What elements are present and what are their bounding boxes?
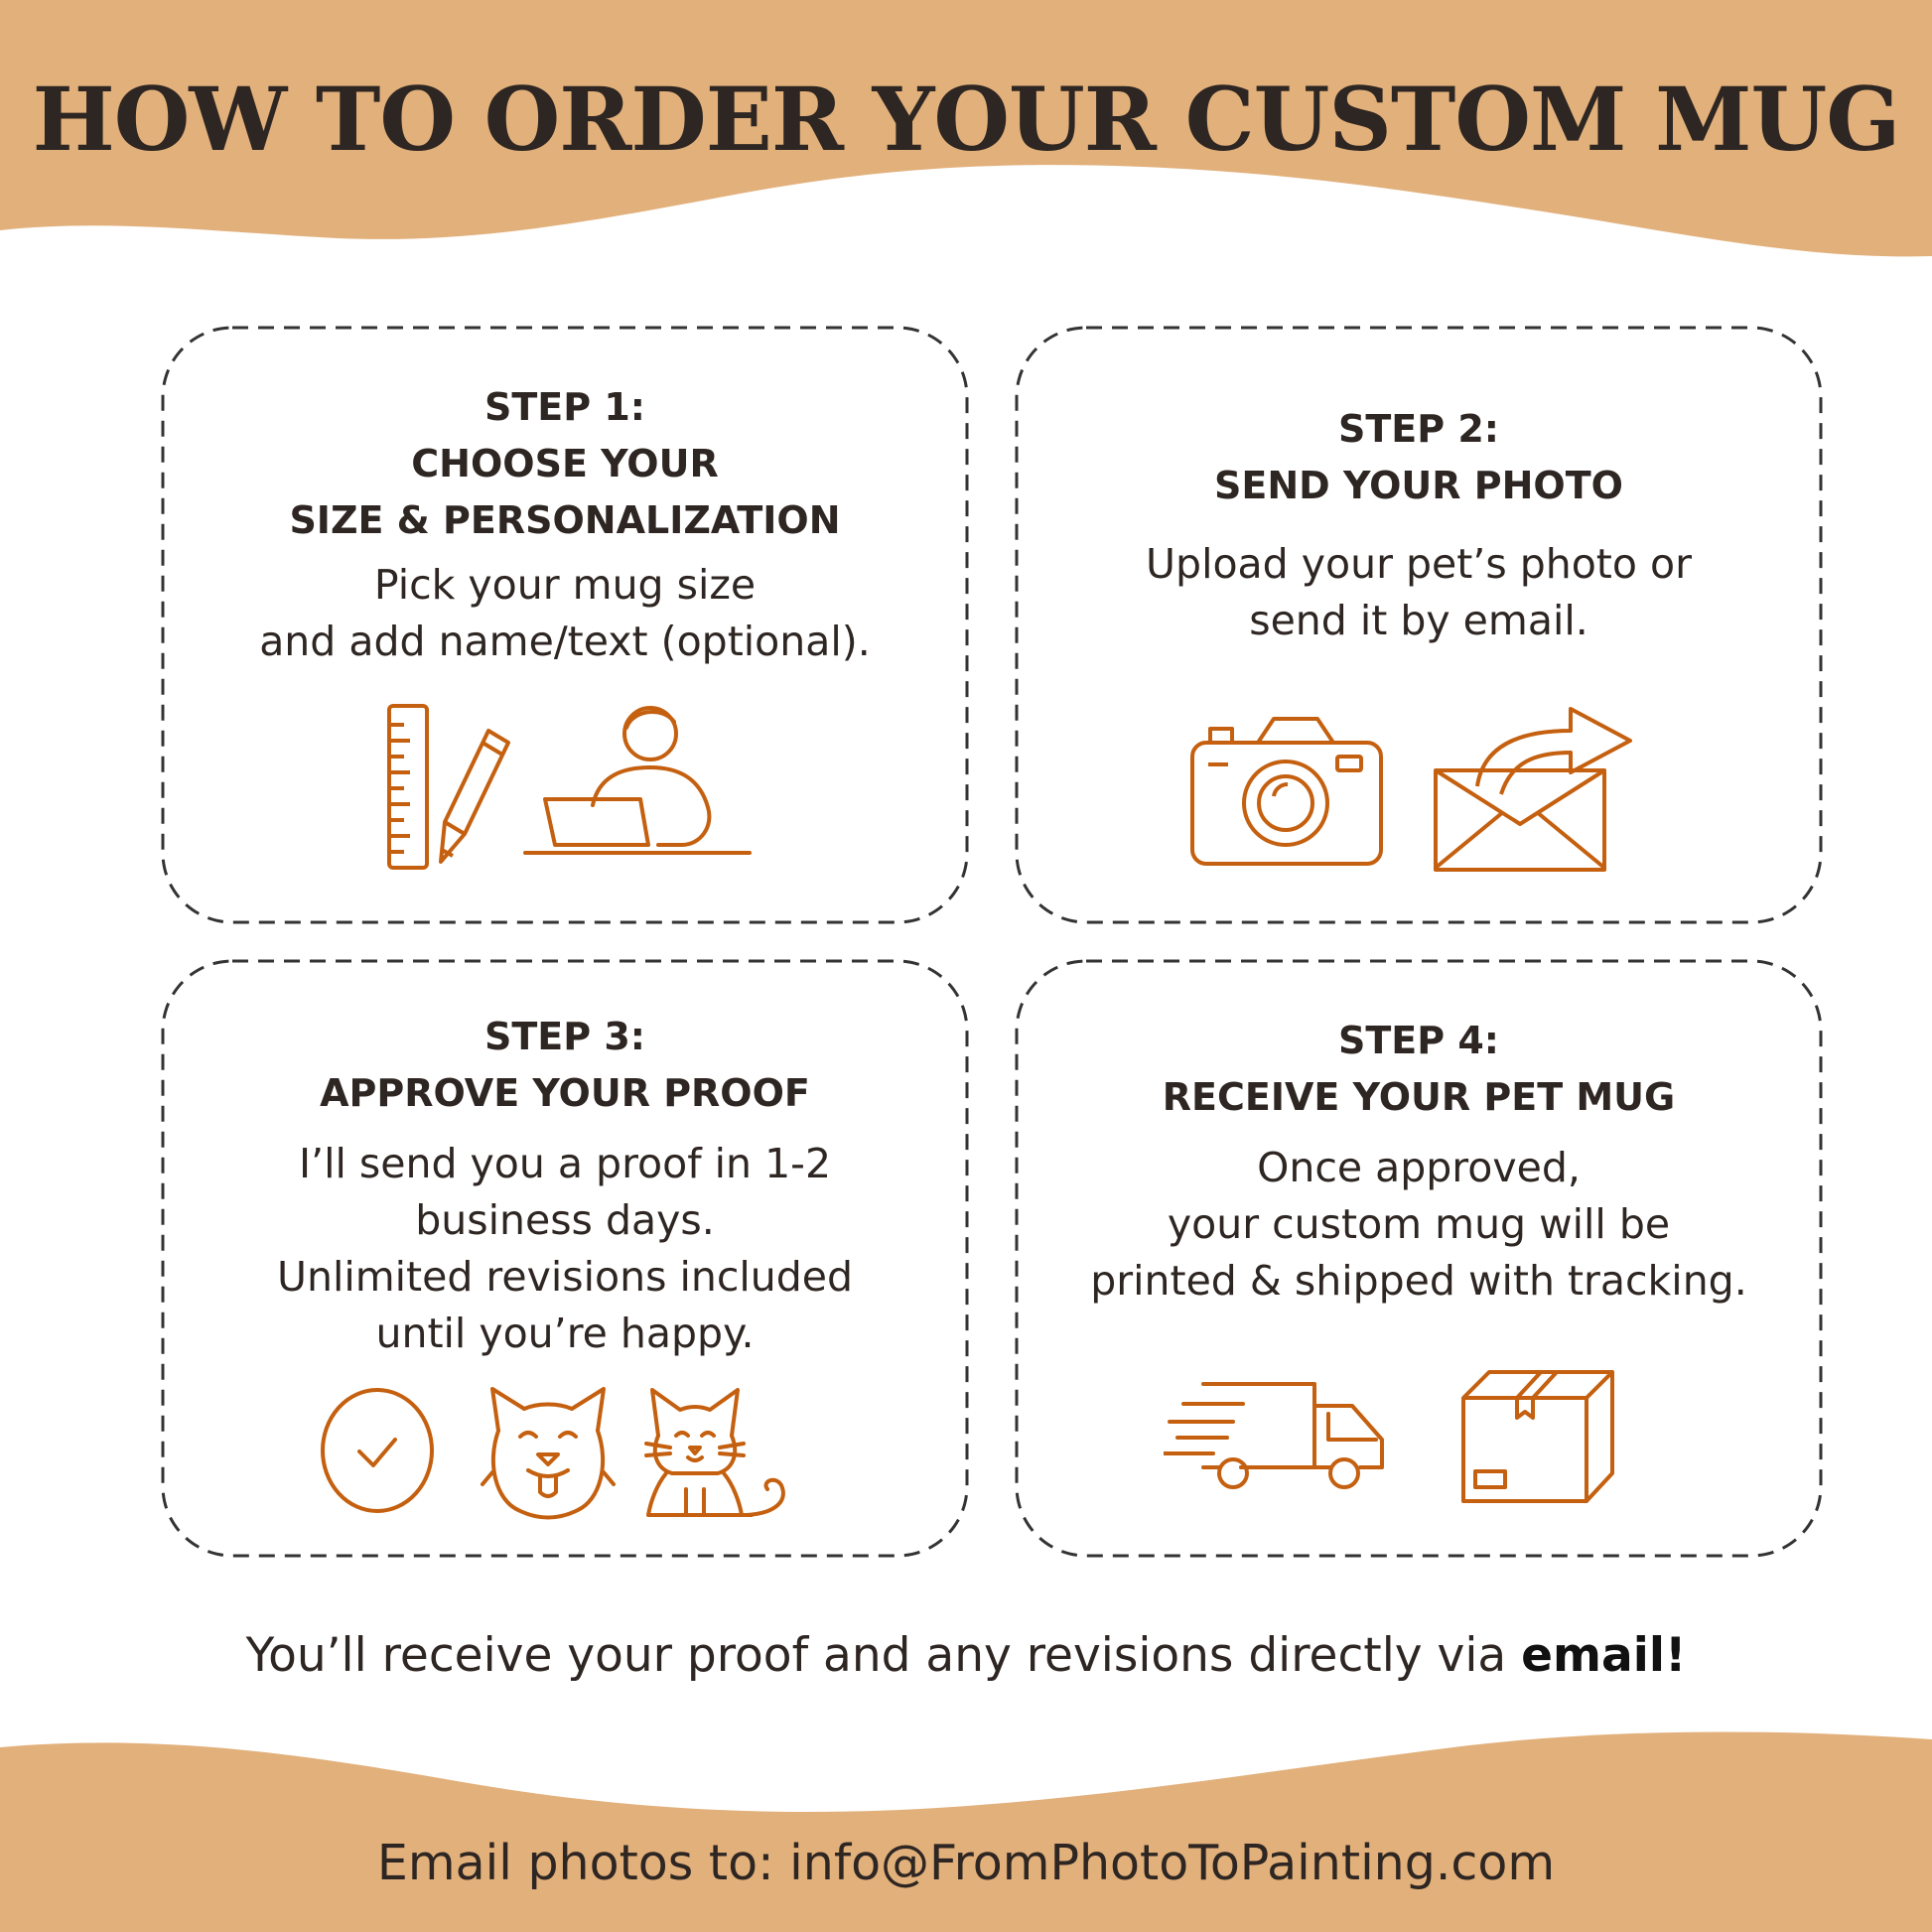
step-1-card: STEP 1: CHOOSE YOUR SIZE & PERSONALIZATI…: [161, 326, 969, 924]
step-3-desc-line-4: until you’re happy.: [375, 1310, 755, 1357]
package-box-icon: [1461, 1370, 1614, 1503]
camera-icon: [1190, 717, 1383, 866]
step-3-card: STEP 3: APPROVE YOUR PROOF I’ll send you…: [161, 959, 969, 1558]
step-1-desc-line-1: Pick your mug size: [373, 561, 757, 609]
pencil-icon: [439, 729, 510, 864]
step-2-desc-line-2: send it by email.: [1249, 597, 1588, 644]
cat-icon: [644, 1388, 785, 1517]
email-note-text: You’ll receive your proof and any revisi…: [245, 1628, 1522, 1683]
step-1-label: STEP 1:: [484, 385, 645, 429]
footer-email-line: Email photos to: info@FromPhotoToPaintin…: [376, 1835, 1556, 1891]
email-note: You’ll receive your proof and any revisi…: [0, 1628, 1932, 1683]
person-laptop-icon: [523, 706, 752, 855]
step-3-label: STEP 3:: [484, 1015, 645, 1058]
step-3-desc-line-2: business days.: [415, 1196, 715, 1244]
step-4-title-line-1: RECEIVE YOUR PET MUG: [1162, 1075, 1676, 1119]
dog-icon: [481, 1387, 616, 1520]
step-1-desc-line-2: and add name/text (optional).: [259, 618, 871, 665]
step-4-card: STEP 4: RECEIVE YOUR PET MUG Once approv…: [1015, 959, 1823, 1558]
email-note-emphasis: email!: [1521, 1628, 1687, 1683]
step-3-desc-line-1: I’ll send you a proof in 1-2: [298, 1140, 832, 1187]
step-1-title-line-1: CHOOSE YOUR: [411, 442, 719, 485]
step-4-desc-line-3: printed & shipped with tracking.: [1090, 1257, 1747, 1305]
delivery-truck-icon: [1164, 1382, 1384, 1489]
email-forward-icon: [1434, 707, 1632, 872]
top-wave-band: [0, 0, 1932, 257]
step-4-label: STEP 4:: [1338, 1019, 1499, 1062]
step-2-card: STEP 2: SEND YOUR PHOTO Upload your pet’…: [1015, 326, 1823, 924]
step-3-title-line-1: APPROVE YOUR PROOF: [320, 1071, 810, 1115]
step-2-title-line-1: SEND YOUR PHOTO: [1214, 464, 1623, 507]
step-3-desc-line-3: Unlimited revisions included: [276, 1253, 854, 1301]
ruler-icon: [387, 704, 429, 870]
checkmark-circle-icon: [321, 1388, 434, 1513]
step-1-title-line-2: SIZE & PERSONALIZATION: [289, 498, 841, 542]
step-4-desc-line-2: your custom mug will be: [1167, 1200, 1671, 1248]
step-2-desc-line-1: Upload your pet’s photo or: [1146, 540, 1692, 588]
page-title: HOW TO ORDER YOUR CUSTOM MUG: [32, 68, 1901, 171]
bottom-wave-band: [0, 1731, 1932, 1932]
step-4-desc-line-1: Once approved,: [1257, 1144, 1581, 1191]
step-2-label: STEP 2:: [1338, 407, 1499, 451]
